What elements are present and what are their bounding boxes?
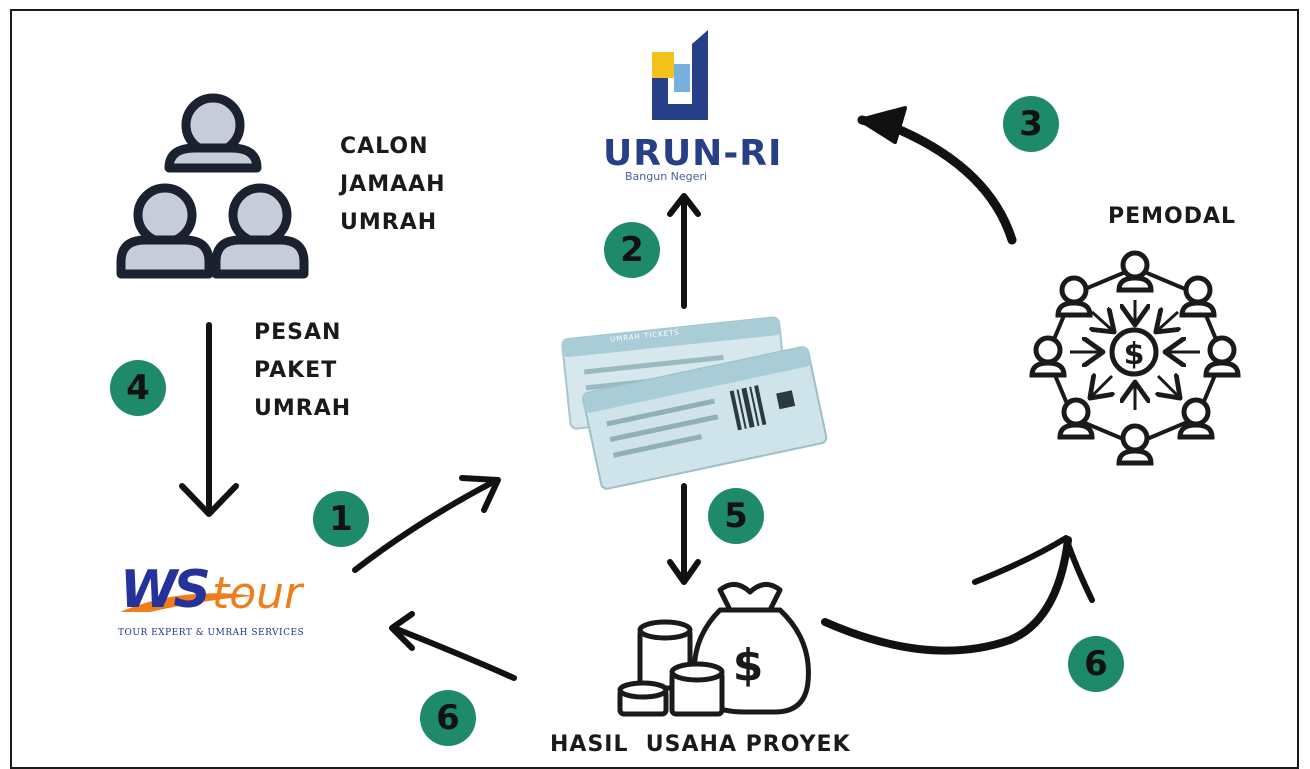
arrow-step-6-left-head [389, 611, 415, 651]
label-calon: CALON JAMAAH UMRAH [340, 128, 446, 242]
ticket-icon [561, 316, 828, 490]
label-calon-line-2: JAMAAH [340, 172, 446, 197]
ws-logo-tagline: TOUR EXPERT & UMRAH SERVICES [118, 628, 305, 638]
arrow-step-6-right-head [972, 535, 1095, 603]
step-badge-6-right: 6 [1068, 636, 1124, 692]
label-hasil-usaha: HASIL USAHA PROYEK [550, 732, 851, 757]
ws-logo-main: WS [120, 560, 211, 620]
ws-logo-tour: tour [212, 568, 303, 619]
crowdfunding-network-icon: $ [1029, 250, 1241, 466]
arrow-step-6-right [821, 536, 1072, 655]
label-pemodal: PEMODAL [1108, 204, 1237, 229]
arrow-step-1 [352, 477, 500, 573]
arrow-step-5-head [667, 559, 701, 585]
svg-text:$: $ [1124, 337, 1145, 372]
step-badge-6-left: 6 [420, 690, 476, 746]
arrow-step-1-head [459, 475, 501, 513]
arrow-step-6-left [391, 625, 517, 681]
step-badge-4: 4 [110, 360, 166, 416]
arrow-step-3-head [858, 106, 907, 144]
label-calon-line-1: CALON [340, 134, 429, 159]
ws-tour-swoosh [120, 593, 256, 612]
arrow-step-4-head [179, 483, 239, 517]
urun-ri-logo [652, 30, 708, 120]
people-group-icon [116, 93, 309, 279]
coins-icon [617, 619, 725, 717]
label-pesan-line-1: PESAN [254, 320, 342, 345]
label-pesan: PESAN PAKET UMRAH [254, 314, 351, 428]
label-pesan-line-2: PAKET [254, 358, 338, 383]
arrow-step-3 [857, 115, 1017, 245]
urun-ri-tagline: Bangun Negeri [625, 170, 708, 183]
label-calon-line-3: UMRAH [340, 210, 438, 235]
step-badge-1: 1 [313, 491, 369, 547]
label-pesan-line-3: UMRAH [254, 396, 352, 421]
step-badge-2: 2 [604, 222, 660, 278]
step-badge-5: 5 [708, 488, 764, 544]
arrow-step-2-head [667, 193, 701, 217]
step-badge-3: 3 [1003, 96, 1059, 152]
urun-ri-name: URUN-RI [603, 133, 783, 174]
svg-text:$: $ [733, 640, 764, 691]
